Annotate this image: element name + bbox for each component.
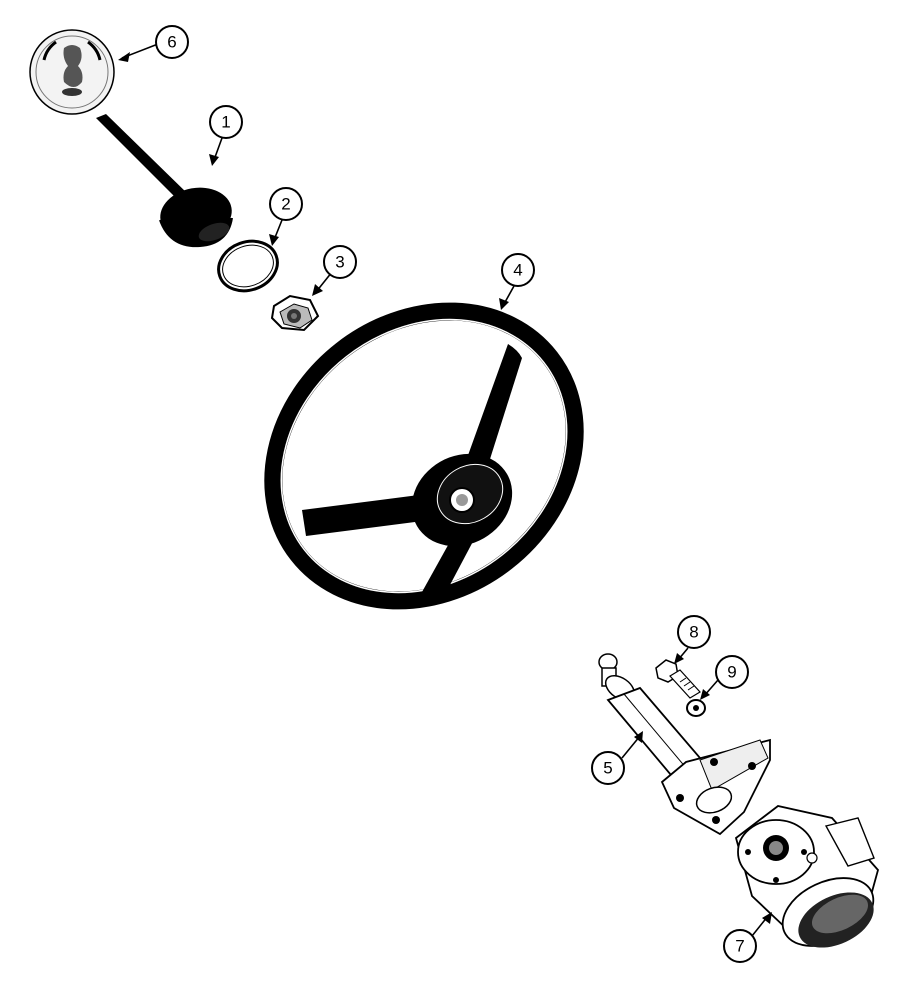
svg-text:1: 1 bbox=[221, 113, 230, 132]
steering-column-icon bbox=[598, 653, 771, 836]
callout-8: 8 bbox=[674, 615, 711, 664]
callout-4: 4 bbox=[499, 253, 535, 310]
explosion-beam bbox=[96, 114, 190, 202]
bolt-icon bbox=[655, 659, 701, 699]
washer-icon bbox=[686, 699, 706, 717]
steering-wheel-icon bbox=[264, 302, 584, 610]
svg-text:7: 7 bbox=[735, 937, 744, 956]
callout-6: 6 bbox=[118, 25, 189, 62]
svg-text:8: 8 bbox=[689, 623, 698, 642]
callout-1: 1 bbox=[209, 105, 243, 166]
horn-cap-icon bbox=[159, 187, 233, 248]
svg-text:3: 3 bbox=[335, 253, 344, 272]
callout-2: 2 bbox=[269, 187, 303, 246]
svg-text:9: 9 bbox=[727, 663, 736, 682]
callout-5: 5 bbox=[591, 731, 643, 785]
hex-nut-icon bbox=[270, 294, 320, 332]
callout-7: 7 bbox=[723, 912, 772, 963]
steering-motor-icon bbox=[734, 805, 879, 948]
callout-9: 9 bbox=[700, 655, 749, 700]
svg-text:2: 2 bbox=[281, 195, 290, 214]
o-ring-icon bbox=[217, 239, 279, 293]
callout-3: 3 bbox=[312, 245, 357, 296]
svg-text:6: 6 bbox=[167, 33, 176, 52]
svg-text:4: 4 bbox=[513, 261, 522, 280]
svg-text:5: 5 bbox=[603, 759, 612, 778]
eagle-emblem-icon bbox=[29, 29, 115, 115]
